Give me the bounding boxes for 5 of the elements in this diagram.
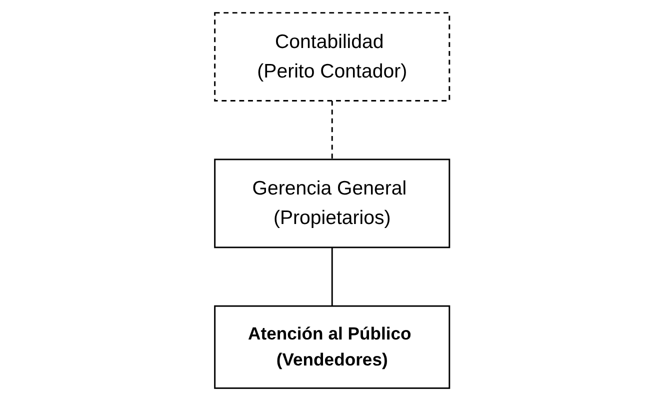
connector xyxy=(332,100,334,160)
connector xyxy=(332,247,334,306)
node-box: Gerencia General (Propietarios) xyxy=(214,158,451,248)
node-box: Atención al Público (Vendedores) xyxy=(214,305,451,389)
node-box: Contabilidad (Perito Contador) xyxy=(214,12,451,102)
